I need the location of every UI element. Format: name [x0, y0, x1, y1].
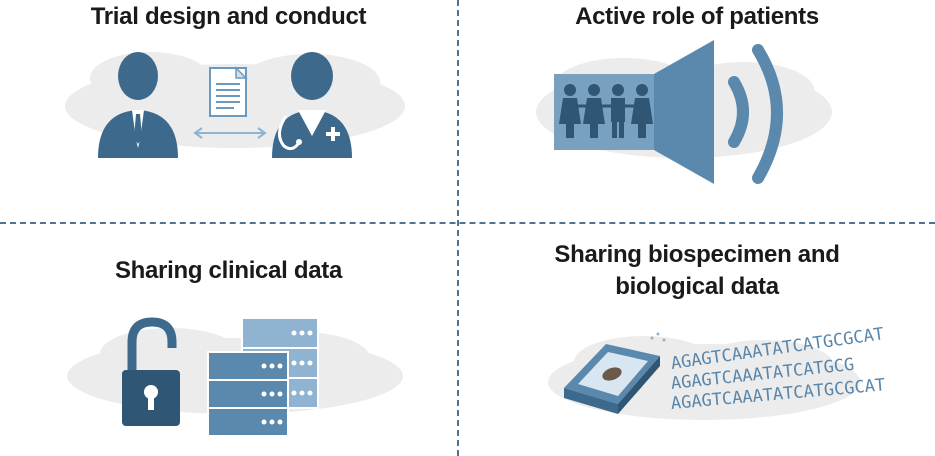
sound-wave-icon: [728, 76, 749, 148]
megaphone-illustration: [536, 40, 832, 184]
quadrant-title: Active role of patients: [575, 3, 819, 30]
quadrant-title-line2: biological data: [615, 273, 779, 300]
patients-group-icon: [559, 84, 653, 138]
quadrant-clinical-data: Sharing clinical data: [0, 224, 457, 456]
trial-design-illustration: [65, 52, 405, 158]
horizontal-divider: [0, 222, 935, 224]
specimen-slide-icon: [564, 344, 660, 414]
double-arrow-icon: [193, 127, 267, 139]
quadrant-trial-design: Trial design and conduct: [0, 0, 457, 222]
quadrant-title: Sharing clinical data: [114, 257, 343, 284]
quadrant-active-role: Active role of patients: [459, 0, 935, 222]
clinical-data-illustration: [67, 317, 403, 437]
server-icon: [207, 351, 289, 437]
biospecimen-illustration: [548, 332, 860, 420]
sound-wave-icon: [752, 44, 783, 184]
unlocked-padlock-icon: [122, 317, 180, 426]
quadrant-title: Trial design and conduct: [90, 3, 367, 30]
doctor-icon: [272, 52, 352, 158]
quadrant-biospecimen: Sharing biospecimen and biological data …: [459, 224, 935, 456]
person-icon: [98, 52, 178, 158]
quadrant-title-line1: Sharing biospecimen and: [554, 241, 840, 268]
document-icon: [209, 66, 248, 117]
vertical-divider: [457, 0, 459, 456]
